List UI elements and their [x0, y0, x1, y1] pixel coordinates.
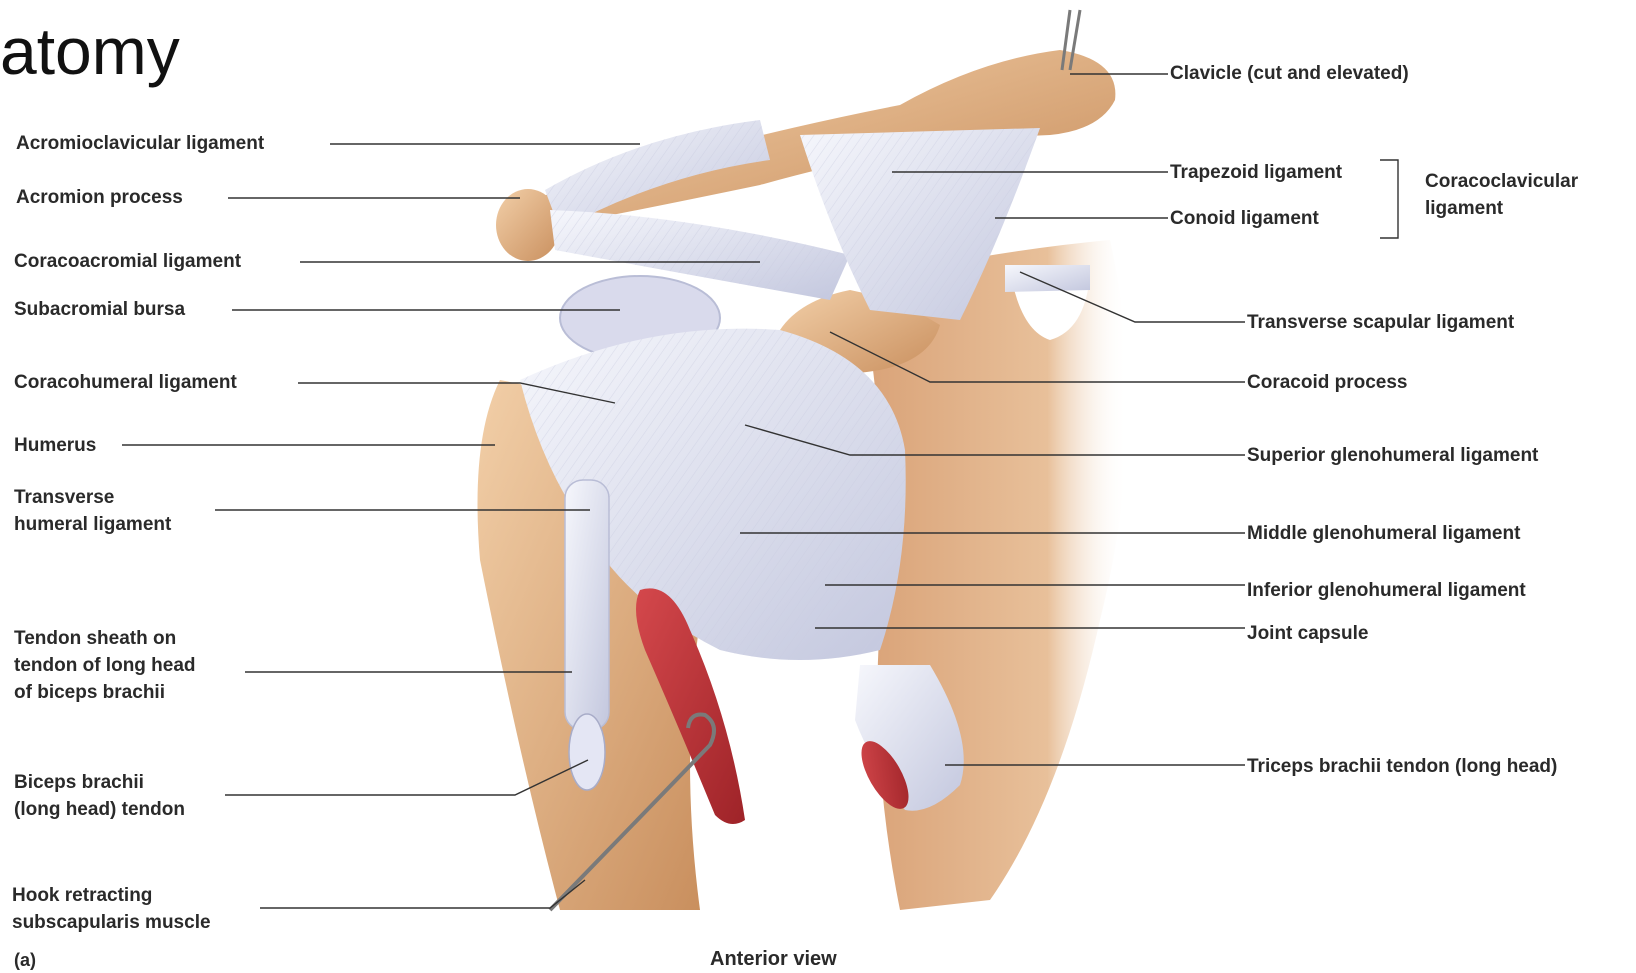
label-acromioclavicular-ligament: Acromioclavicular ligament [16, 130, 264, 157]
view-caption: Anterior view [710, 948, 837, 971]
label-transverse-humeral-ligament: Transverse humeral ligament [14, 484, 171, 538]
label-clavicle: Clavicle (cut and elevated) [1170, 60, 1409, 87]
tendon-sheath-shape [565, 480, 609, 730]
label-tendon-sheath: Tendon sheath on tendon of long head of … [14, 625, 196, 706]
label-coracoacromial-ligament: Coracoacromial ligament [14, 248, 241, 275]
transverse-scapular-ligament-shape [1005, 265, 1090, 292]
label-hook-retracting: Hook retracting subscapularis muscle [12, 882, 211, 936]
label-triceps-brachii-tendon: Triceps brachii tendon (long head) [1247, 753, 1557, 780]
label-subacromial-bursa: Subacromial bursa [14, 296, 185, 323]
label-superior-glenohumeral-ligament: Superior glenohumeral ligament [1247, 442, 1538, 469]
leader-hook [260, 880, 585, 908]
label-conoid-ligament: Conoid ligament [1170, 205, 1319, 232]
label-trapezoid-ligament: Trapezoid ligament [1170, 159, 1342, 186]
panel-tag: (a) [14, 950, 36, 971]
label-coracoid-process: Coracoid process [1247, 369, 1408, 396]
label-middle-glenohumeral-ligament: Middle glenohumeral ligament [1247, 520, 1520, 547]
label-coracohumeral-ligament: Coracohumeral ligament [14, 369, 237, 396]
bracket-coracoclavicular [1380, 160, 1398, 238]
label-inferior-glenohumeral-ligament: Inferior glenohumeral ligament [1247, 577, 1526, 604]
label-biceps-brachii-tendon: Biceps brachii (long head) tendon [14, 769, 185, 823]
label-humerus: Humerus [14, 432, 96, 459]
label-transverse-scapular-ligament: Transverse scapular ligament [1247, 309, 1514, 336]
biceps-tendon-end-shape [569, 714, 605, 790]
label-joint-capsule: Joint capsule [1247, 620, 1368, 647]
label-acromion-process: Acromion process [16, 184, 183, 211]
label-coracoclavicular-ligament: Coracoclavicular ligament [1425, 168, 1578, 222]
